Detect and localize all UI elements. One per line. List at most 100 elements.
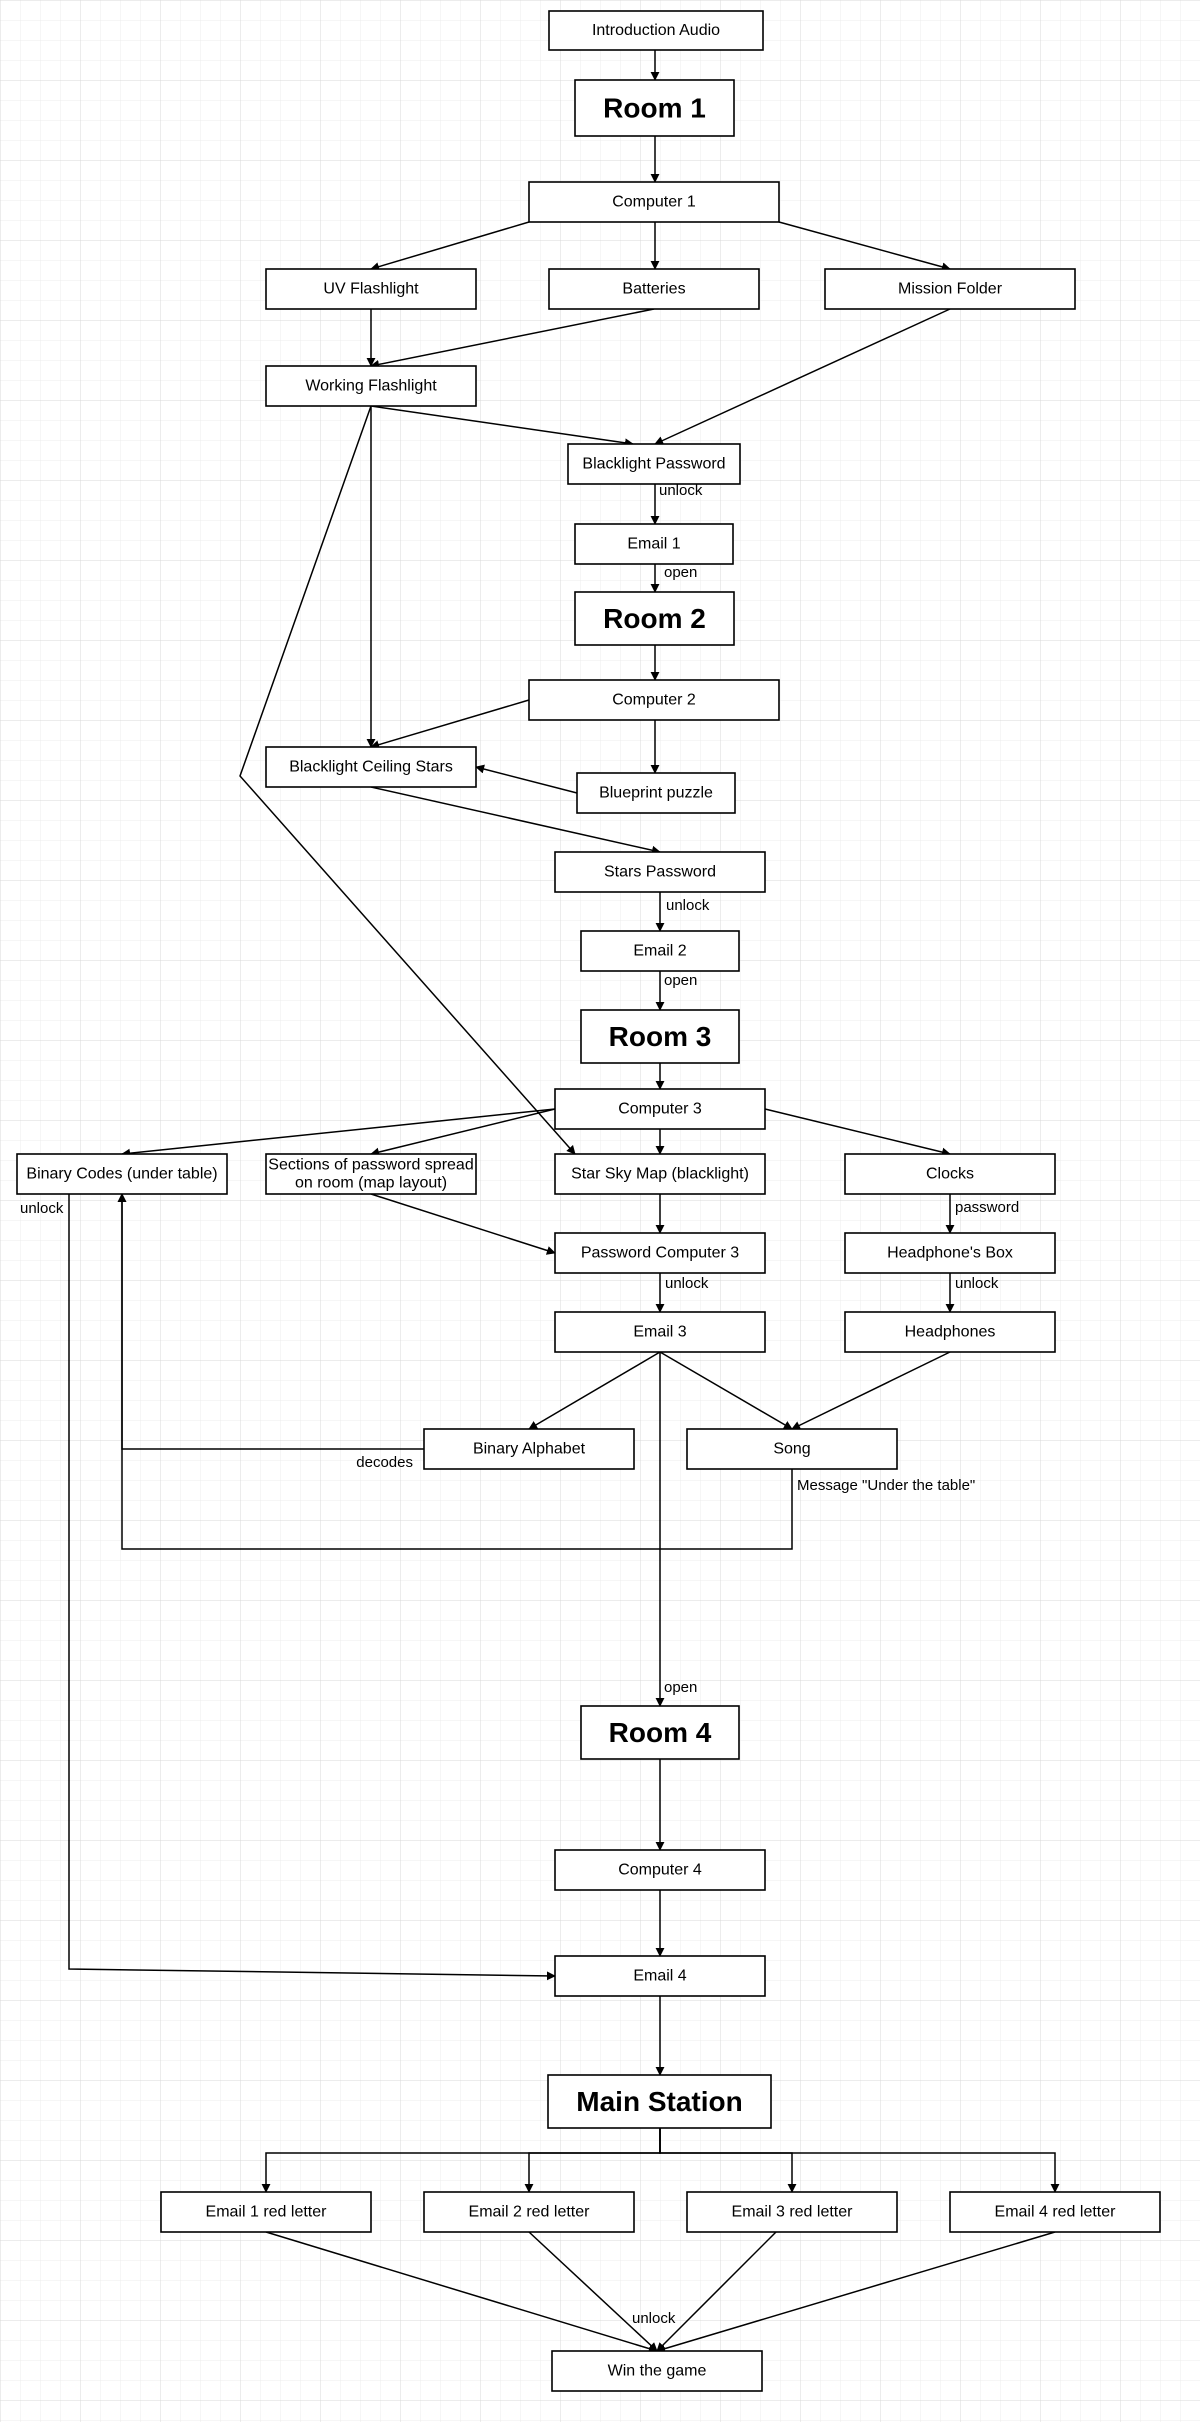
node-mission: Mission Folder: [824, 268, 1076, 310]
node-box: [265, 1153, 477, 1195]
edge-line: [370, 1108, 556, 1157]
edge-line: [370, 405, 634, 448]
node-box: [844, 1153, 1056, 1195]
node-label: Email 3: [633, 1324, 686, 1341]
node-box: [554, 1232, 766, 1274]
node-label: Room 3: [609, 1021, 712, 1052]
node-pwcomp3: Password Computer 3: [554, 1232, 766, 1274]
node-box: [547, 2074, 772, 2129]
node-label: Computer 4: [618, 1862, 702, 1879]
edge-comp3-sections: [370, 1108, 556, 1157]
node-label: Win the game: [608, 2363, 707, 2380]
node-label: Room 1: [603, 93, 706, 124]
node-hpbox: Headphone's Box: [844, 1232, 1056, 1274]
node-blueprint: Blueprint puzzle: [576, 772, 736, 814]
node-comp4: Computer 4: [554, 1849, 766, 1891]
node-box: [554, 1311, 766, 1353]
node-label: Email 2: [633, 943, 686, 960]
edge-line: [475, 764, 578, 794]
edge-email3-binalpha: [528, 1351, 661, 1430]
edge-label: unlock: [955, 1275, 999, 1292]
node-box: [423, 2191, 635, 2233]
edge-e4red-win: [656, 2231, 1056, 2353]
edge-pwcomp3-email3: unlock: [655, 1273, 709, 1313]
node-label: UV Flashlight: [323, 281, 419, 298]
node-label: Email 1 red letter: [206, 2204, 328, 2221]
node-uvflash: UV Flashlight: [265, 268, 477, 310]
node-comp2: Computer 2: [528, 679, 780, 721]
edge-label: unlock: [666, 897, 710, 914]
node-email1: Email 1: [574, 523, 734, 565]
edge-line: [656, 2231, 777, 2352]
edge-line: [659, 1351, 793, 1430]
edge-ceilstars-starspw: [370, 786, 661, 855]
node-box: [265, 746, 477, 788]
node-label: Star Sky Map (blacklight): [571, 1166, 749, 1183]
node-box: [554, 1153, 766, 1195]
edge-line: [370, 1193, 556, 1255]
node-label: Room 4: [609, 1717, 712, 1748]
node-label: Blacklight Password: [582, 456, 725, 473]
node-box: [551, 2350, 763, 2392]
node-e1red: Email 1 red letter: [160, 2191, 372, 2233]
node-label: Sections of password spread: [268, 1156, 473, 1173]
node-box: [265, 268, 477, 310]
edge-line: [265, 2231, 658, 2353]
node-box: [554, 1088, 766, 1130]
node-song: Song: [686, 1428, 898, 1470]
node-box: [548, 10, 764, 51]
edge-line: [659, 2128, 1060, 2193]
node-comp1: Computer 1: [528, 181, 780, 223]
edge-hpbox-headphones: unlock: [945, 1273, 999, 1313]
node-box: [574, 79, 735, 137]
node-batteries: Batteries: [548, 268, 760, 310]
node-label: Stars Password: [604, 864, 716, 881]
node-label: Computer 3: [618, 1101, 702, 1118]
node-e4red: Email 4 red letter: [949, 2191, 1161, 2233]
edge-e3red-win: unlock: [632, 2231, 777, 2352]
edge-binary-email4: unlock: [20, 1194, 556, 1981]
node-clocks: Clocks: [844, 1153, 1056, 1195]
node-label: Headphone's Box: [887, 1245, 1013, 1262]
node-email4: Email 4: [554, 1955, 766, 1997]
node-box: [554, 851, 766, 893]
node-binary: Binary Codes (under table): [16, 1153, 228, 1195]
edge-e2red-win: [528, 2231, 658, 2352]
edge-clocks-hpbox: password: [945, 1194, 1019, 1234]
node-comp3: Computer 3: [554, 1088, 766, 1130]
node-box: [423, 1428, 635, 1470]
edge-song-binary: Message "Under the table": [117, 1193, 975, 1550]
edge-label: unlock: [665, 1275, 709, 1292]
node-email2: Email 2: [580, 930, 740, 972]
edge-line: [370, 786, 661, 855]
node-box: [824, 268, 1076, 310]
edge-line: [528, 2231, 658, 2352]
node-intro: Introduction Audio: [548, 10, 764, 51]
edge-email3-song: [659, 1351, 793, 1430]
node-email3: Email 3: [554, 1311, 766, 1353]
node-box: [554, 1849, 766, 1891]
node-blackpw: Blacklight Password: [567, 443, 741, 485]
node-room3: Room 3: [580, 1009, 740, 1064]
edge-blackpw-email1: unlock: [650, 482, 703, 525]
node-box: [580, 1009, 740, 1064]
node-box: [580, 1705, 740, 1760]
edge-sections-pwcomp3: [370, 1193, 556, 1255]
node-room4: Room 4: [580, 1705, 740, 1760]
node-box: [528, 181, 780, 223]
edge-starspw-email2: unlock: [655, 892, 710, 932]
edge-headphones-song: [791, 1351, 951, 1430]
node-label: Blacklight Ceiling Stars: [289, 759, 453, 776]
node-box: [576, 772, 736, 814]
edge-email3-room4: open: [655, 1352, 697, 1707]
node-headphones: Headphones: [844, 1311, 1056, 1353]
node-box: [554, 1955, 766, 1997]
edge-e1red-win: [265, 2231, 658, 2353]
node-label: Mission Folder: [898, 281, 1003, 298]
node-box: [844, 1311, 1056, 1353]
node-label: Main Station: [576, 2086, 742, 2117]
